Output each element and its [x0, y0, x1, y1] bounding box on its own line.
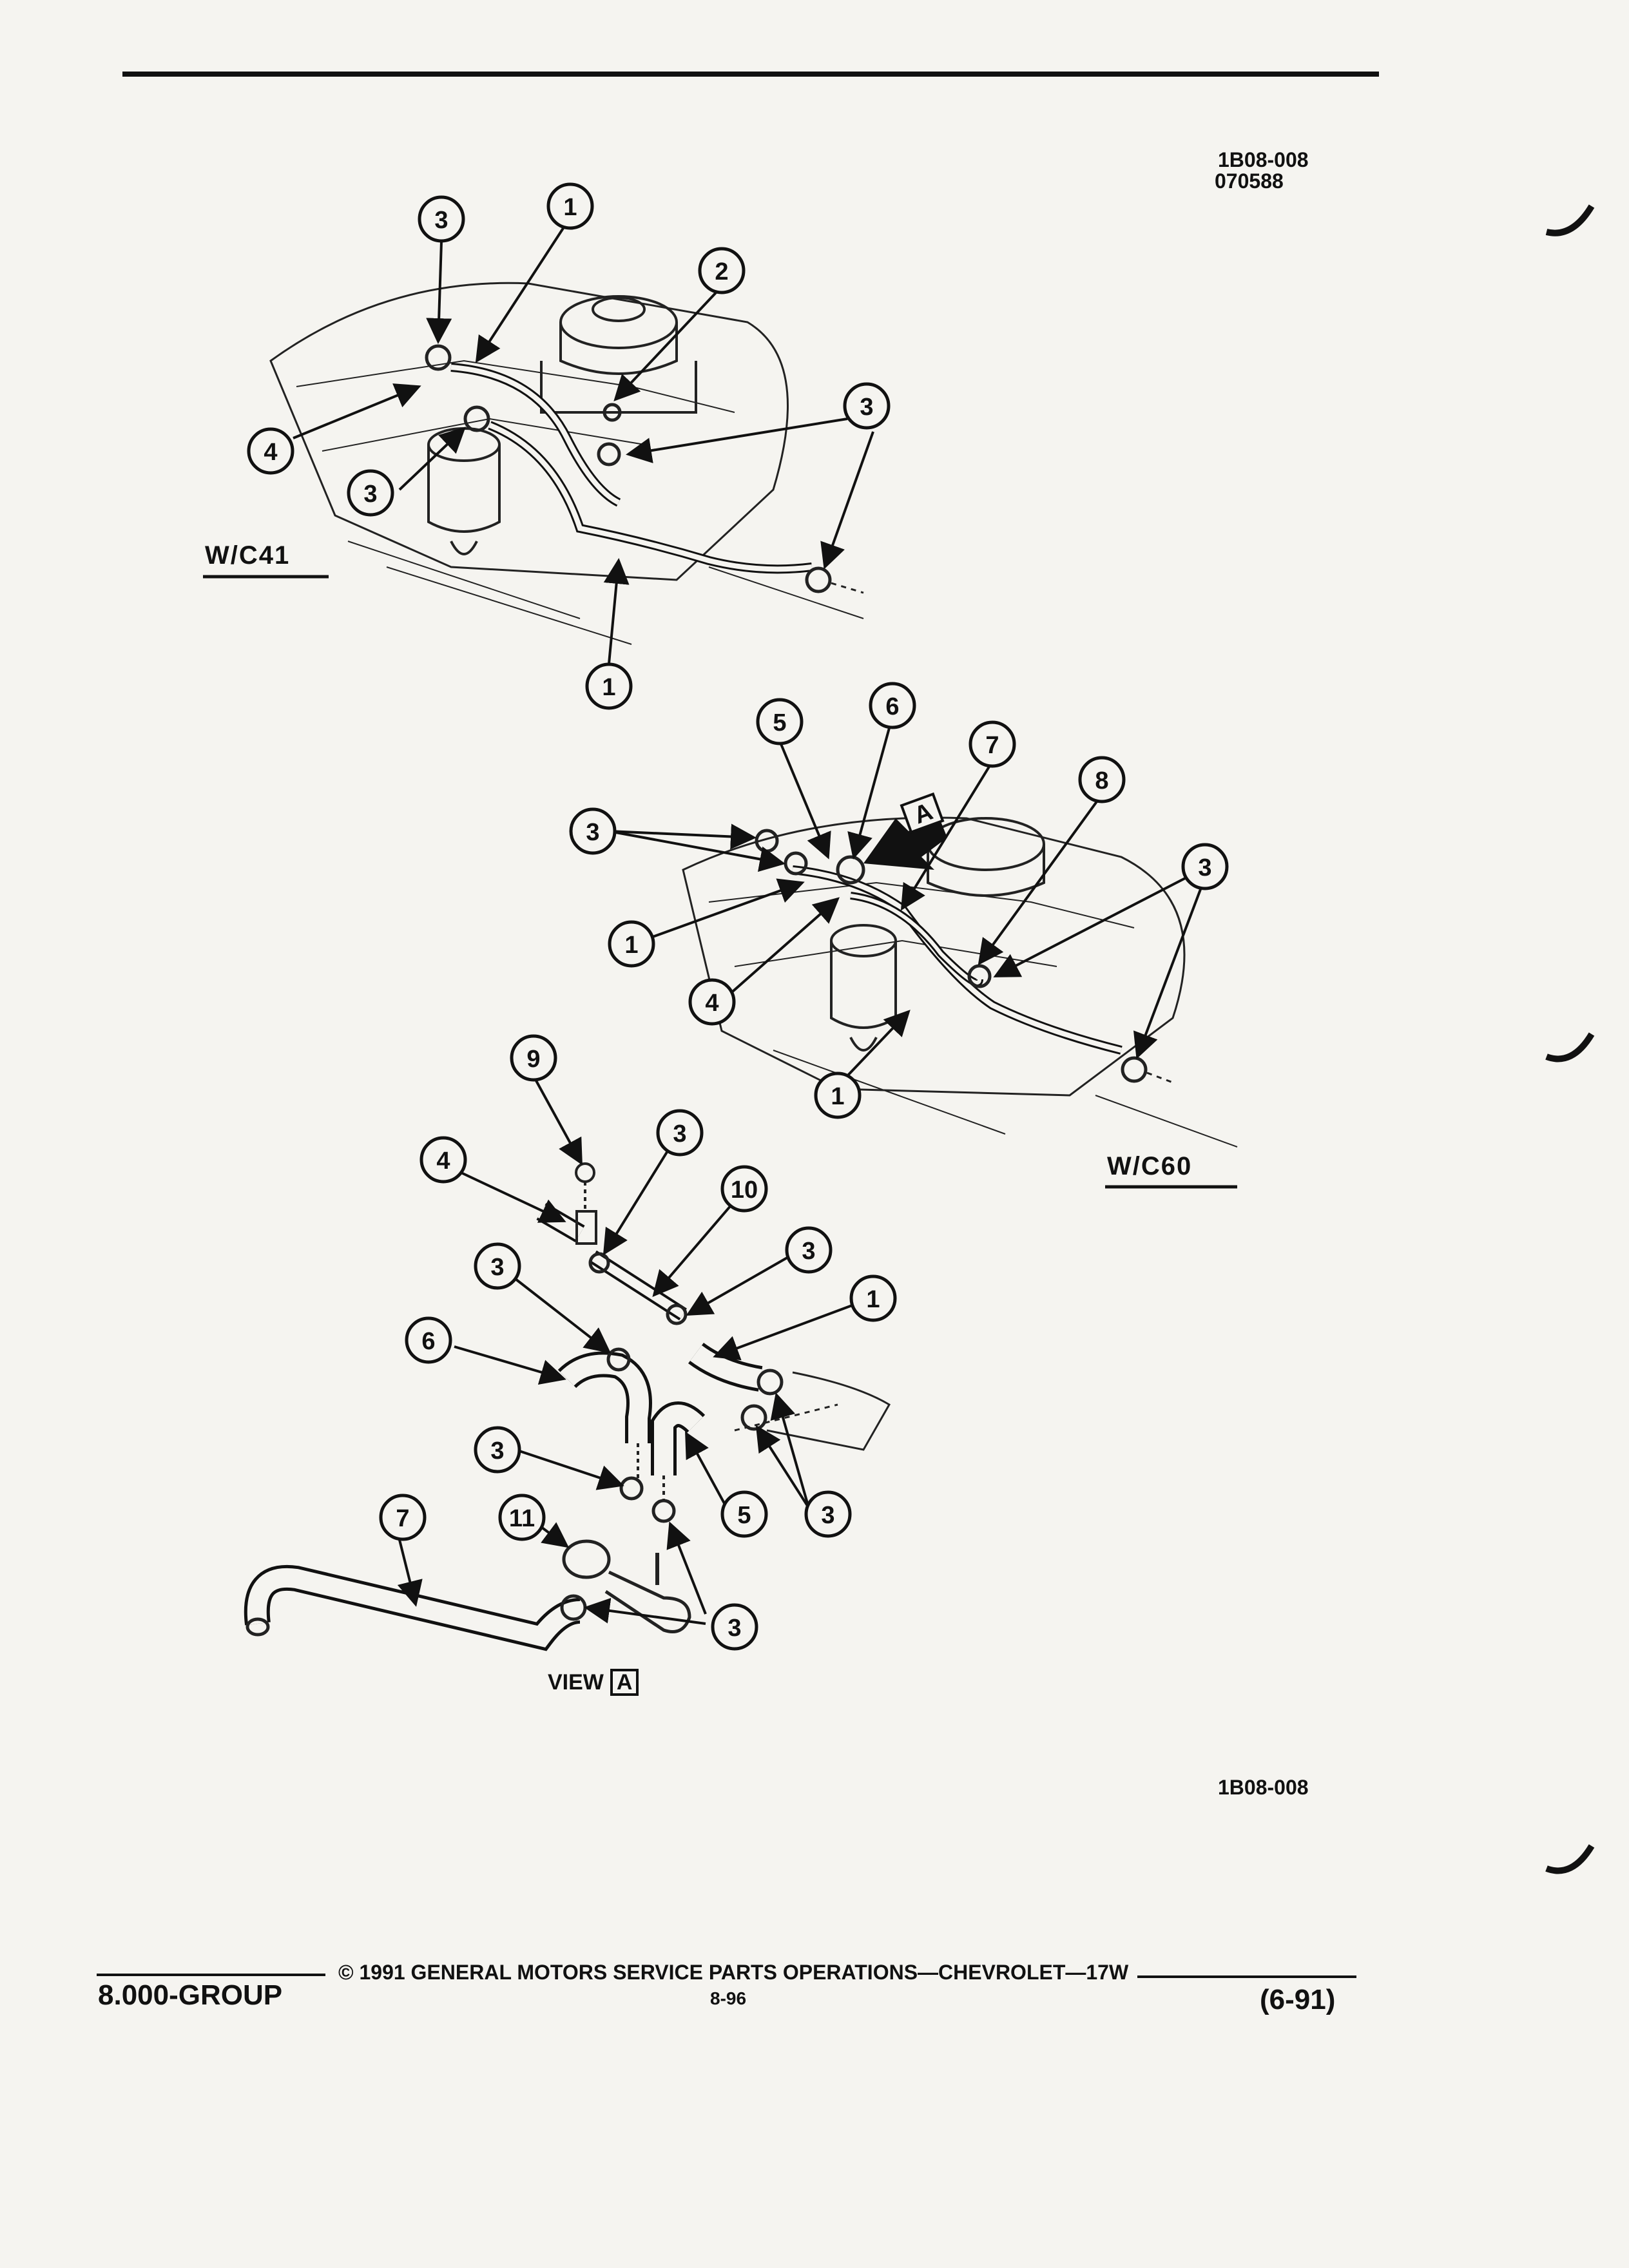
- callout-number: 4: [436, 1148, 450, 1175]
- callout-circle: [418, 195, 465, 243]
- callout-circle: [969, 720, 1016, 768]
- callout-circle: [1181, 843, 1229, 890]
- callout-circle: [379, 1494, 427, 1541]
- callout-number: 3: [586, 819, 599, 846]
- callout-number: 7: [396, 1505, 409, 1532]
- callout-number: 3: [490, 1254, 504, 1281]
- view-label-c60: W/C60: [1107, 1152, 1193, 1180]
- engine-illustration-c41: [269, 282, 864, 645]
- binder-mark: [1545, 1032, 1595, 1062]
- callout-circle: [405, 1316, 452, 1364]
- callout-number: 3: [434, 207, 448, 234]
- callout-circle: [843, 382, 891, 430]
- binder-mark: [1545, 1844, 1595, 1874]
- callout-number: 6: [885, 693, 899, 720]
- callout-number: 3: [673, 1120, 686, 1148]
- callout-number: 4: [264, 439, 277, 466]
- callout-circle: [546, 182, 594, 230]
- leader-lines-top: [293, 221, 874, 664]
- leader-lines-middle: [608, 727, 1203, 1081]
- callout-circle: [656, 1109, 704, 1157]
- callout-number: 3: [821, 1502, 834, 1529]
- callout-number: 3: [860, 394, 873, 421]
- callout-number: 2: [715, 258, 728, 285]
- callout-circle: [510, 1034, 557, 1082]
- footer-page-number: 8-96: [710, 1988, 747, 2008]
- footer-copyright: © 1991 GENERAL MOTORS SERVICE PARTS OPER…: [338, 1961, 1129, 1984]
- drawing-date-code: 070588: [1215, 169, 1284, 193]
- callout-circle: [419, 1136, 467, 1184]
- callout-circle: [347, 469, 394, 517]
- callout-circle: [720, 1165, 768, 1213]
- footer-revision: (6-91): [1260, 1984, 1336, 2015]
- callout-circle: [785, 1226, 833, 1274]
- callout-number: 1: [563, 194, 577, 221]
- callout-number: 3: [363, 481, 377, 508]
- binder-mark: [1545, 204, 1595, 236]
- callout-number: 4: [705, 990, 718, 1017]
- callout-markers: 3 1 2 4 3 3 1 5 6 7 8 3 3 1 4 1 9 4 3 10 3 3 1 6 3 5 3 7 11 3: [247, 182, 1229, 1651]
- callout-circle: [814, 1072, 862, 1119]
- leader-lines-bottom: [397, 1075, 854, 1625]
- callout-circle: [756, 698, 804, 745]
- engine-illustration-c60: [682, 816, 1238, 1148]
- callout-number: 3: [490, 1437, 504, 1465]
- callout-number: 9: [526, 1046, 540, 1073]
- callout-circle: [585, 662, 633, 710]
- callout-circle: [804, 1490, 852, 1538]
- callout-number: 1: [624, 932, 638, 959]
- callout-number: 3: [802, 1238, 815, 1265]
- callout-number: 5: [773, 709, 786, 736]
- callout-number: 5: [737, 1502, 751, 1529]
- callout-circle: [474, 1242, 521, 1290]
- callout-circle: [474, 1426, 521, 1474]
- callout-circle: [869, 682, 916, 729]
- callout-circle: [1078, 756, 1126, 803]
- callout-circle: [698, 247, 746, 294]
- view-a-pointer: [863, 792, 947, 870]
- callout-number: 1: [866, 1286, 880, 1313]
- callout-circle: [608, 920, 655, 968]
- callout-circle: [711, 1603, 758, 1651]
- callout-number: 6: [421, 1328, 435, 1355]
- callout-number: 8: [1095, 767, 1108, 794]
- callout-number: 10: [731, 1177, 758, 1204]
- view-a-prefix: VIEW: [548, 1670, 604, 1695]
- callout-number: 1: [831, 1083, 844, 1110]
- callout-number: 3: [728, 1615, 741, 1642]
- callout-circle: [247, 427, 294, 475]
- callout-circle: [688, 978, 736, 1026]
- view-a-box: A: [610, 1669, 639, 1696]
- figure-id: 1B08-008: [1218, 1776, 1309, 1799]
- callout-number: 1: [602, 674, 615, 701]
- drawing-code: 1B08-008: [1218, 148, 1309, 171]
- footer-group: 8.000-GROUP: [98, 1979, 283, 2011]
- callout-circle: [569, 807, 617, 855]
- callout-number: 11: [509, 1505, 535, 1532]
- callout-circle: [498, 1494, 546, 1541]
- callout-number: 7: [985, 732, 999, 759]
- view-label-c41: W/C41: [205, 541, 291, 570]
- callout-circle: [720, 1490, 768, 1538]
- callout-number: 3: [1198, 854, 1211, 881]
- callout-circle: [849, 1274, 897, 1322]
